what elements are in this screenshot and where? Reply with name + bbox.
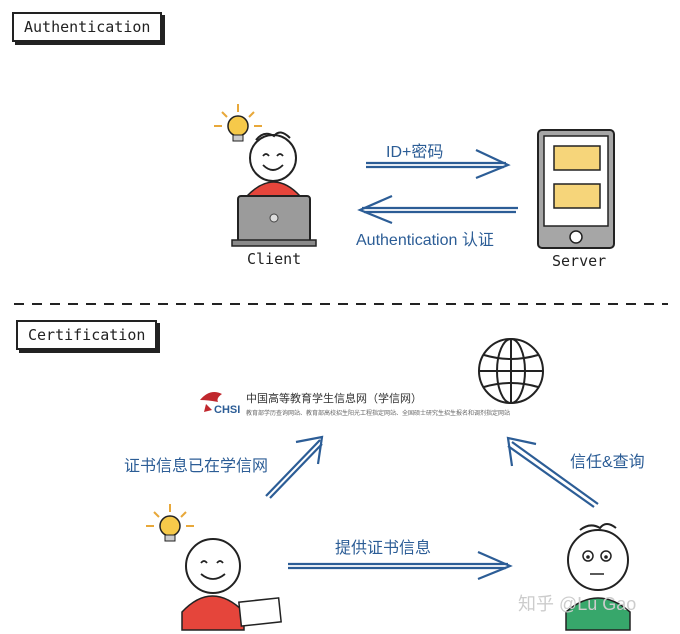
chsi-record-label: 证书信息已在学信网 bbox=[124, 458, 269, 475]
globe-icon bbox=[478, 338, 544, 404]
watermark: 知乎 @Lu Gao bbox=[518, 594, 637, 614]
certification-section-label: Certification bbox=[16, 320, 158, 350]
certificate-holder-person bbox=[181, 538, 282, 631]
chsi-subtitle: 教育部学历查询网站、教育部高校招生阳光工程指定网站、全国硕士研究生招生报名和调剂… bbox=[246, 411, 511, 417]
person-to-chsi-arrow bbox=[265, 435, 324, 499]
server-icon bbox=[537, 129, 615, 249]
verifier-to-globe-arrow bbox=[506, 436, 599, 508]
server-label: Server bbox=[552, 252, 607, 270]
client-person bbox=[246, 131, 301, 206]
chsi-logo-icon bbox=[200, 392, 222, 412]
chsi-title: 中国高等教育学生信息网（学信网） bbox=[246, 392, 422, 405]
provide-info-arrow bbox=[288, 550, 513, 581]
verifier-person bbox=[565, 523, 631, 631]
request-label: ID+密码 bbox=[386, 144, 444, 161]
response-arrow bbox=[357, 194, 518, 225]
client-label: Client bbox=[247, 250, 302, 268]
bulb-icon bbox=[214, 104, 262, 142]
authentication-section-label: Authentication bbox=[12, 12, 163, 42]
chsi-logo-text: CHSI bbox=[214, 404, 241, 416]
request-arrow bbox=[366, 149, 511, 180]
trust-query-label: 信任&查询 bbox=[570, 454, 645, 471]
laptop-icon bbox=[231, 195, 317, 247]
response-label: Authentication 认证 bbox=[356, 232, 494, 249]
bulb-icon bbox=[146, 504, 194, 542]
provide-info-label: 提供证书信息 bbox=[335, 540, 432, 557]
